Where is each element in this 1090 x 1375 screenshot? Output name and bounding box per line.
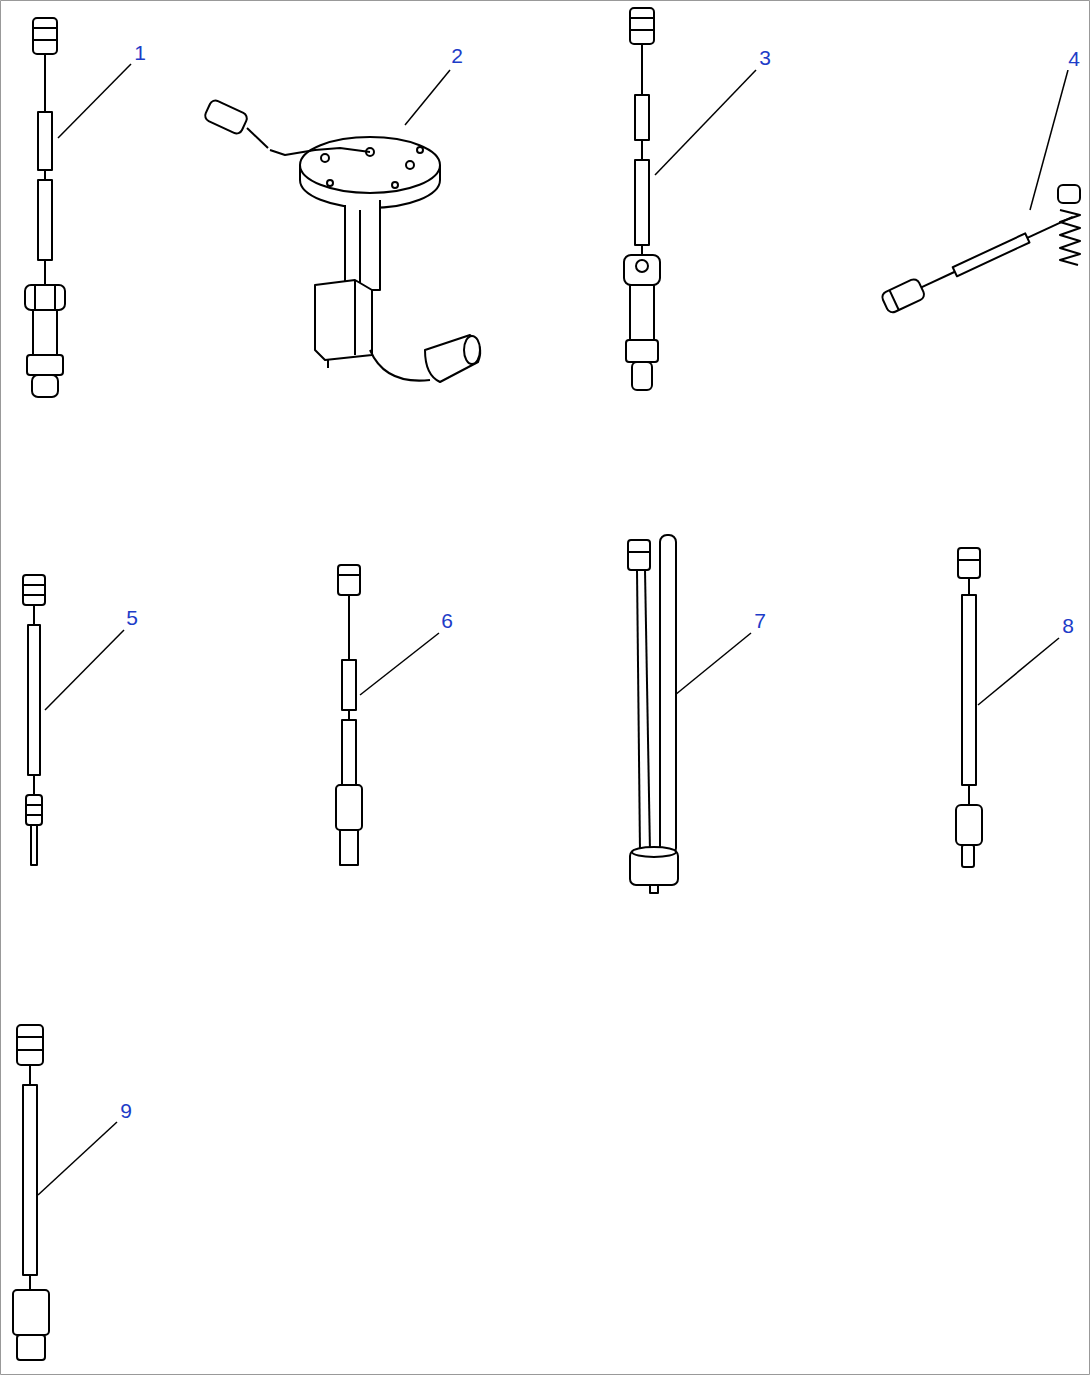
- callout-number: 1: [132, 41, 148, 64]
- callout-number: 5: [124, 606, 140, 629]
- callout-number: 9: [118, 1099, 134, 1122]
- callout-number: 2: [449, 44, 465, 67]
- callout-number: 6: [439, 609, 455, 632]
- callout-number: 7: [752, 609, 768, 632]
- callout-number: 3: [757, 46, 773, 69]
- callout-number: 4: [1066, 47, 1082, 70]
- callout-number: 8: [1060, 614, 1076, 637]
